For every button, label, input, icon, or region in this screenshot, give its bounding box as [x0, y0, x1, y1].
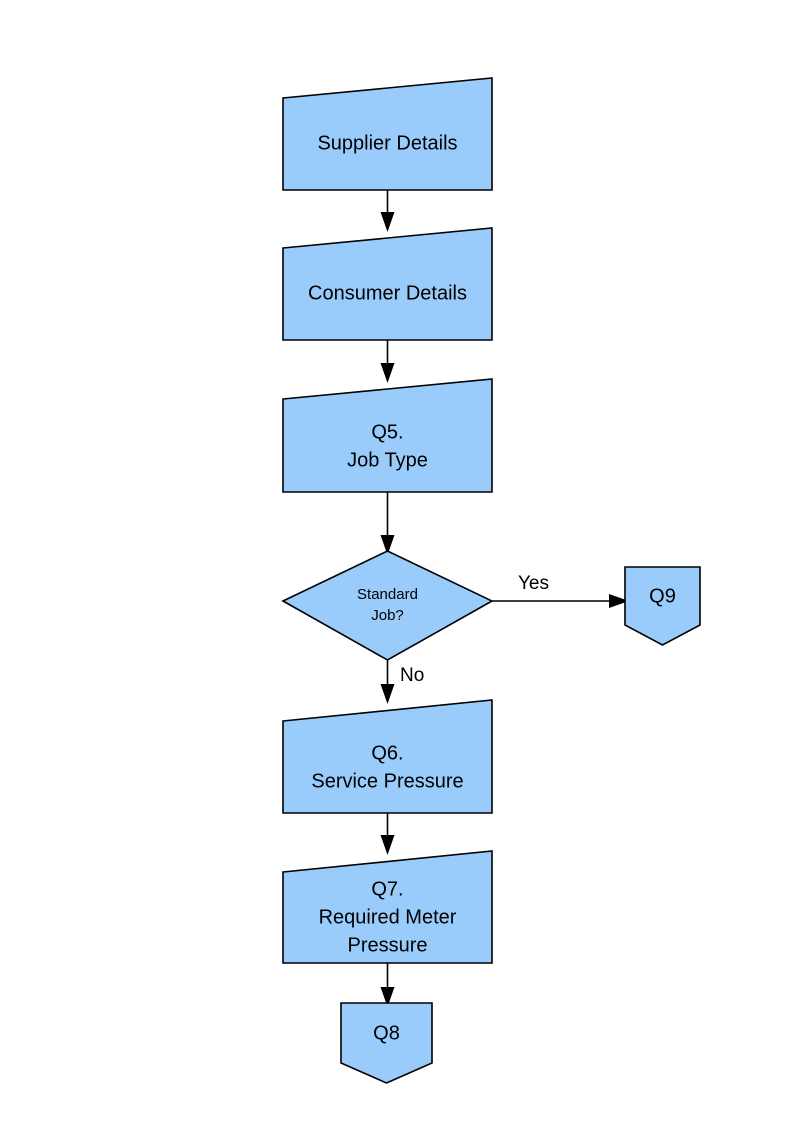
q6-service-pressure-shape[interactable] — [282, 699, 493, 814]
q7-required-meter-pressure-shape[interactable] — [282, 850, 493, 964]
standard-job-decision-shape[interactable] — [281, 550, 494, 661]
q5-job-type-label-line-1: Q5. — [371, 421, 403, 443]
node-q8[interactable]: Q8 — [340, 1002, 433, 1084]
arrowhead-icon — [380, 987, 395, 1007]
edge-supplier-to-consumer — [380, 190, 395, 232]
edge-decision-to-q6: No — [380, 660, 424, 704]
node-supplier-details[interactable]: Supplier Details — [282, 77, 493, 191]
q7-label-line-2: Required Meter — [319, 906, 457, 928]
node-q5-job-type[interactable]: Q5. Job Type — [282, 378, 493, 493]
edge-label-no: No — [400, 665, 424, 686]
q9-shape[interactable] — [624, 566, 701, 646]
node-q6-service-pressure[interactable]: Q6. Service Pressure — [282, 699, 493, 814]
q6-label-line-2: Service Pressure — [311, 770, 463, 792]
node-q7-required-meter-pressure[interactable]: Q7. Required Meter Pressure — [282, 850, 493, 964]
edge-q6-to-q7 — [380, 813, 395, 855]
edge-q7-to-q8 — [380, 963, 395, 1007]
q8-label: Q8 — [373, 1022, 400, 1044]
q6-label-line-1: Q6. — [371, 742, 403, 764]
q5-job-type-shape[interactable] — [282, 378, 493, 493]
supplier-details-shape[interactable] — [282, 77, 493, 191]
arrowhead-icon — [380, 212, 395, 232]
edge-consumer-to-q5 — [380, 340, 395, 383]
edge-q5-to-decision — [380, 492, 395, 555]
standard-job-label-line-2: Job? — [371, 607, 404, 624]
arrowhead-icon — [609, 594, 629, 608]
edge-decision-to-q9: Yes — [492, 573, 629, 608]
arrowhead-icon — [380, 535, 395, 555]
node-consumer-details[interactable]: Consumer Details — [282, 227, 493, 341]
q9-label: Q9 — [649, 585, 676, 607]
q8-shape[interactable] — [340, 1002, 433, 1084]
node-standard-job-decision[interactable]: Standard Job? — [281, 550, 494, 661]
arrowhead-icon — [380, 835, 395, 855]
q7-label-line-1: Q7. — [371, 878, 403, 900]
arrowhead-icon — [380, 684, 395, 704]
q5-job-type-label-line-2: Job Type — [347, 449, 428, 471]
arrowhead-icon — [380, 363, 395, 383]
consumer-details-shape[interactable] — [282, 227, 493, 341]
supplier-details-label: Supplier Details — [317, 132, 457, 154]
edge-label-yes: Yes — [518, 573, 549, 594]
standard-job-label-line-1: Standard — [357, 586, 418, 603]
consumer-details-label: Consumer Details — [308, 282, 467, 304]
q7-label-line-3: Pressure — [347, 934, 427, 956]
node-q9[interactable]: Q9 — [624, 566, 701, 646]
